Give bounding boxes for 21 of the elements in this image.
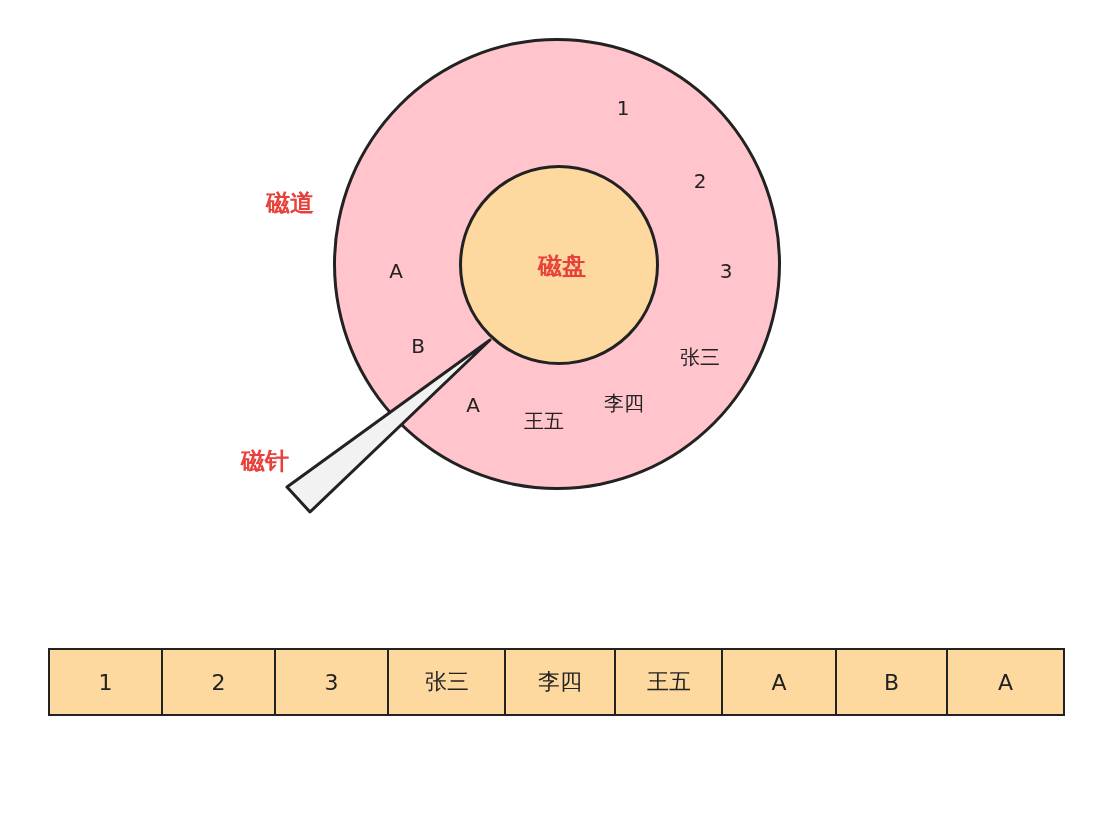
track-data-label: 王五: [524, 407, 564, 435]
track-data-label: A: [466, 393, 480, 417]
track-data-label: 2: [693, 169, 707, 193]
track-data-label: 3: [719, 259, 733, 283]
sector-cell: 1: [48, 648, 163, 716]
track-data-label: 李四: [604, 389, 644, 417]
needle-label: 磁针: [241, 446, 289, 477]
sector-cell: 2: [161, 648, 276, 716]
sector-cell: 3: [274, 648, 389, 716]
sector-cell: 王五: [614, 648, 723, 716]
sector-cell: 李四: [504, 648, 616, 716]
track-data-label: 张三: [680, 343, 720, 371]
track-label: 磁道: [266, 188, 314, 219]
track-data-label: B: [411, 334, 425, 358]
sector-cell: A: [946, 648, 1065, 716]
track-data-label: 1: [616, 96, 630, 120]
sector-cell: A: [721, 648, 837, 716]
sector-cell: 张三: [387, 648, 506, 716]
track-data-label: A: [389, 259, 403, 283]
sector-cell: B: [835, 648, 948, 716]
disk-label: 磁盘: [538, 251, 586, 282]
